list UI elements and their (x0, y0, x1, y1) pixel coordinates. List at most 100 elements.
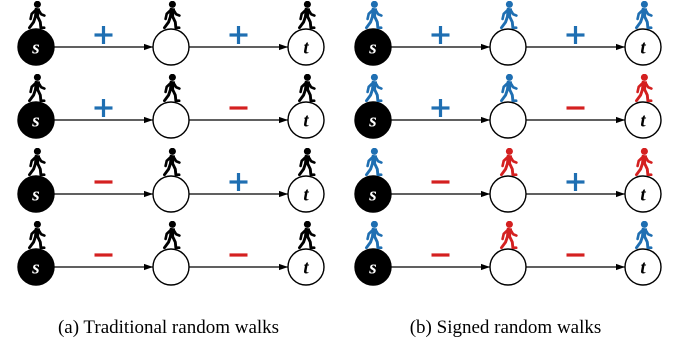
target-node-label: t (640, 258, 646, 279)
negative-sign: − (566, 106, 585, 110)
sign-bar-vertical (236, 26, 241, 44)
intermediate-node (152, 175, 190, 213)
walking-person-icon (27, 1, 46, 29)
target-node-label: t (303, 258, 309, 279)
walk-row: − − s t (354, 221, 662, 286)
source-node (17, 175, 55, 213)
sign-bar-horizontal (94, 253, 113, 257)
walking-person-icon (364, 221, 383, 249)
walk-row: − + s t (17, 148, 325, 213)
positive-sign: + (229, 173, 248, 191)
target-node (287, 175, 325, 213)
walking-person-icon (162, 1, 181, 29)
walking-person-icon (634, 1, 653, 29)
intermediate-node (489, 248, 527, 286)
sign-bar-vertical (236, 173, 241, 191)
source-node-label: s (31, 111, 39, 132)
caption-signed-random-walks: (b) Signed random walks (409, 317, 602, 338)
walking-person-icon (27, 148, 46, 176)
sign-bar-vertical (573, 173, 578, 191)
negative-sign: − (94, 253, 113, 257)
walking-person-icon (499, 74, 518, 102)
positive-sign: + (566, 26, 585, 44)
target-node (624, 248, 662, 286)
walking-person-icon (364, 1, 383, 29)
source-node (354, 248, 392, 286)
target-node-label: t (303, 185, 309, 206)
intermediate-node (489, 28, 527, 66)
target-node (624, 101, 662, 139)
walk-row: − + s t (354, 148, 662, 213)
source-node-label: s (31, 185, 39, 206)
caption-traditional-random-walks: (a) Traditional random walks (57, 317, 280, 338)
source-node-label: s (368, 111, 376, 132)
walking-person-icon (499, 148, 518, 176)
source-node (17, 28, 55, 66)
source-node (354, 175, 392, 213)
walking-person-icon (364, 74, 383, 102)
sign-bar-horizontal (431, 180, 450, 184)
walking-person-icon (499, 221, 518, 249)
intermediate-node (489, 101, 527, 139)
walking-person-icon (297, 148, 316, 176)
intermediate-node (152, 248, 190, 286)
sign-bar-horizontal (566, 106, 585, 110)
walking-person-icon (364, 148, 383, 176)
walk-row: − − s t (17, 221, 325, 286)
positive-sign: + (566, 173, 585, 191)
walking-person-icon (27, 74, 46, 102)
target-node (624, 28, 662, 66)
intermediate-node (152, 28, 190, 66)
walking-person-icon (297, 221, 316, 249)
sign-bar-vertical (438, 26, 443, 44)
negative-sign: − (431, 180, 450, 184)
target-node-label: t (303, 111, 309, 132)
intermediate-node (152, 101, 190, 139)
walking-person-icon (162, 74, 181, 102)
source-node-label: s (368, 38, 376, 59)
negative-sign: − (229, 106, 248, 110)
target-node-label: t (640, 111, 646, 132)
sign-bar-horizontal (229, 253, 248, 257)
positive-sign: + (229, 26, 248, 44)
sign-bar-horizontal (94, 180, 113, 184)
sign-bar-vertical (573, 26, 578, 44)
walking-person-icon (634, 148, 653, 176)
source-node-label: s (31, 38, 39, 59)
target-node-label: t (303, 38, 309, 59)
source-node (17, 248, 55, 286)
source-node-label: s (31, 258, 39, 279)
walking-person-icon (297, 1, 316, 29)
positive-sign: + (94, 99, 113, 117)
walking-person-icon (297, 74, 316, 102)
sign-bar-vertical (101, 26, 106, 44)
positive-sign: + (431, 26, 450, 44)
target-node (287, 101, 325, 139)
walk-row: + + s t (17, 1, 325, 66)
walk-row: + − s t (17, 74, 325, 139)
source-node-label: s (368, 185, 376, 206)
walk-row: + − s t (354, 74, 662, 139)
source-node (354, 28, 392, 66)
intermediate-node (489, 175, 527, 213)
positive-sign: + (431, 99, 450, 117)
source-node-label: s (368, 258, 376, 279)
sign-bar-vertical (101, 99, 106, 117)
target-node-label: t (640, 185, 646, 206)
target-node (624, 175, 662, 213)
walking-person-icon (162, 148, 181, 176)
walking-person-icon (634, 74, 653, 102)
sign-bar-vertical (438, 99, 443, 117)
negative-sign: − (229, 253, 248, 257)
sign-bar-horizontal (431, 253, 450, 257)
negative-sign: − (94, 180, 113, 184)
sign-bar-horizontal (566, 253, 585, 257)
negative-sign: − (566, 253, 585, 257)
walking-person-icon (634, 221, 653, 249)
walking-person-icon (27, 221, 46, 249)
negative-sign: − (431, 253, 450, 257)
positive-sign: + (94, 26, 113, 44)
target-node (287, 28, 325, 66)
